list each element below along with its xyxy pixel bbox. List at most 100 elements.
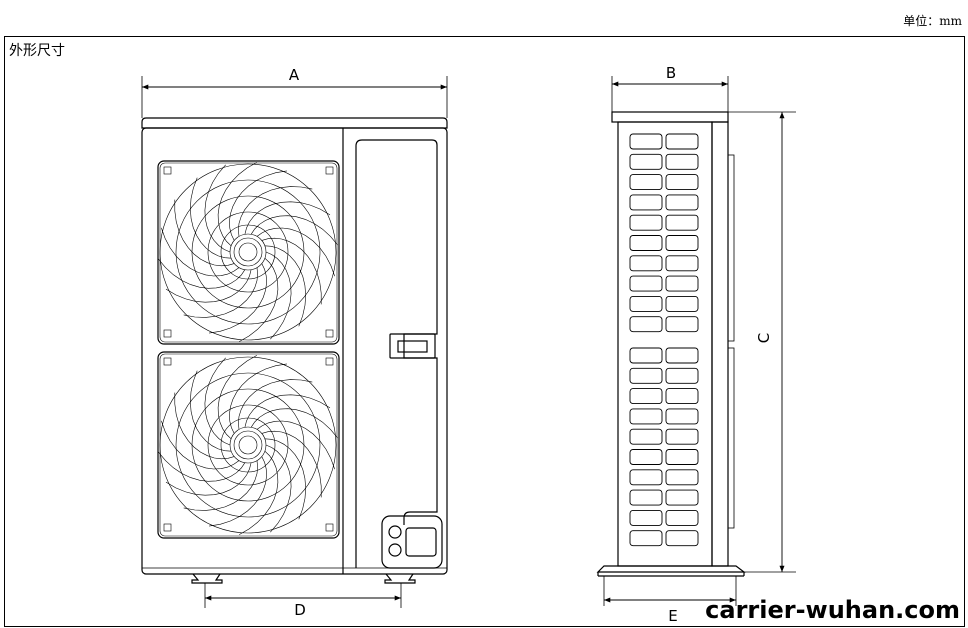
louvre-slot [629, 367, 663, 384]
handle-inner [397, 340, 428, 353]
dimension-e-label: E [668, 607, 677, 625]
fan-blade [161, 227, 240, 277]
fan-grille-bottom [157, 351, 340, 539]
fan-blade [217, 355, 257, 440]
drawing-frame: 外形尺寸 [4, 36, 965, 627]
louvre-slot [665, 295, 699, 312]
fan-blade [158, 258, 246, 289]
fan-blade [239, 257, 279, 342]
fan-top [159, 163, 337, 341]
fan-blade [238, 379, 313, 430]
fan-blade [204, 357, 231, 446]
fan-blade [264, 438, 307, 520]
fan-blade [161, 420, 240, 470]
fan-blade [209, 456, 267, 527]
fan-blade [204, 164, 231, 253]
fan-blade [174, 199, 235, 267]
louvre-slot [665, 469, 699, 486]
service-panel [362, 139, 438, 525]
louvre-slot [665, 530, 699, 547]
fan-blade [183, 460, 258, 511]
louvre-slot [665, 489, 699, 506]
louvre-slot [629, 295, 663, 312]
terminal-cover [405, 527, 437, 557]
fan-blade [217, 162, 257, 247]
unit-label: 单位：mm [903, 14, 962, 28]
louvre-slot [665, 133, 699, 150]
section-title: 外形尺寸 [9, 43, 65, 59]
fan-blade [265, 251, 292, 340]
louvre-slot [629, 489, 663, 506]
port-upper [388, 525, 402, 539]
watermark: carrier-wuhan.com [705, 596, 960, 624]
louvre-slot [629, 133, 663, 150]
fan-blade [165, 462, 252, 496]
louvre-slot [665, 214, 699, 231]
fan-blade [189, 177, 232, 259]
dimension-c-label: C [755, 333, 773, 343]
louvre-slot [665, 275, 699, 292]
louvre-slot [665, 449, 699, 465]
louvre-slot [629, 153, 663, 170]
front-view [141, 76, 448, 608]
fan-blade [256, 420, 335, 470]
louvre-slot [665, 367, 699, 384]
dimension-a-label: A [289, 66, 300, 84]
louvre-slot [665, 255, 699, 272]
louvre-slot [665, 316, 699, 333]
fan-blade [239, 450, 279, 535]
fan-blade [229, 170, 287, 241]
louvre-slot [665, 153, 699, 170]
fan-blade [244, 394, 331, 428]
louvre-slot [665, 347, 699, 364]
fan-blade [189, 370, 232, 452]
handle-outer [389, 333, 436, 359]
fan-blade [158, 451, 246, 482]
louvre-slot [665, 428, 699, 445]
fan-bottom [159, 356, 337, 534]
fan-blade [174, 392, 235, 460]
side-view [596, 76, 796, 606]
fan-blade [265, 444, 292, 533]
louvre-slot [665, 174, 699, 191]
louvre-slot [629, 174, 663, 191]
side-top-cap [611, 111, 729, 123]
louvre-slot [629, 275, 663, 292]
louvre-slot [629, 214, 663, 231]
louvre-slot [665, 388, 699, 405]
foot-right [384, 573, 416, 584]
fan-blade [250, 215, 338, 246]
fan-blade [261, 430, 322, 498]
louvre-slot [629, 194, 663, 211]
foot-left [191, 573, 223, 584]
fan-blade [256, 227, 335, 277]
louvre-slot [629, 235, 663, 251]
louvre-slot [629, 408, 663, 425]
louvre-slot [665, 408, 699, 425]
louvre-slot [629, 469, 663, 486]
fan-blade [183, 267, 258, 318]
fan-blade [165, 269, 252, 303]
fan-grille-top [157, 160, 340, 345]
louvre-slot [665, 235, 699, 251]
louvre-slot [665, 194, 699, 211]
fan-blade [261, 237, 322, 305]
louvre-slot [629, 509, 663, 526]
louvre-slot [629, 449, 663, 465]
fan-blade [244, 201, 331, 235]
port-lower [388, 543, 402, 557]
side-base [596, 565, 746, 573]
connection-box [381, 515, 443, 569]
louvre-slot [629, 255, 663, 272]
louvre-slot [629, 428, 663, 445]
fan-blade [229, 363, 287, 434]
fan-blade [250, 408, 338, 439]
louvre-slot [629, 388, 663, 405]
side-rear-panel [711, 121, 729, 567]
louvre-slot [629, 347, 663, 364]
louvre-slot [629, 530, 663, 547]
fan-blade [209, 263, 267, 334]
top-cap [141, 117, 448, 129]
louvre-slot [665, 509, 699, 526]
